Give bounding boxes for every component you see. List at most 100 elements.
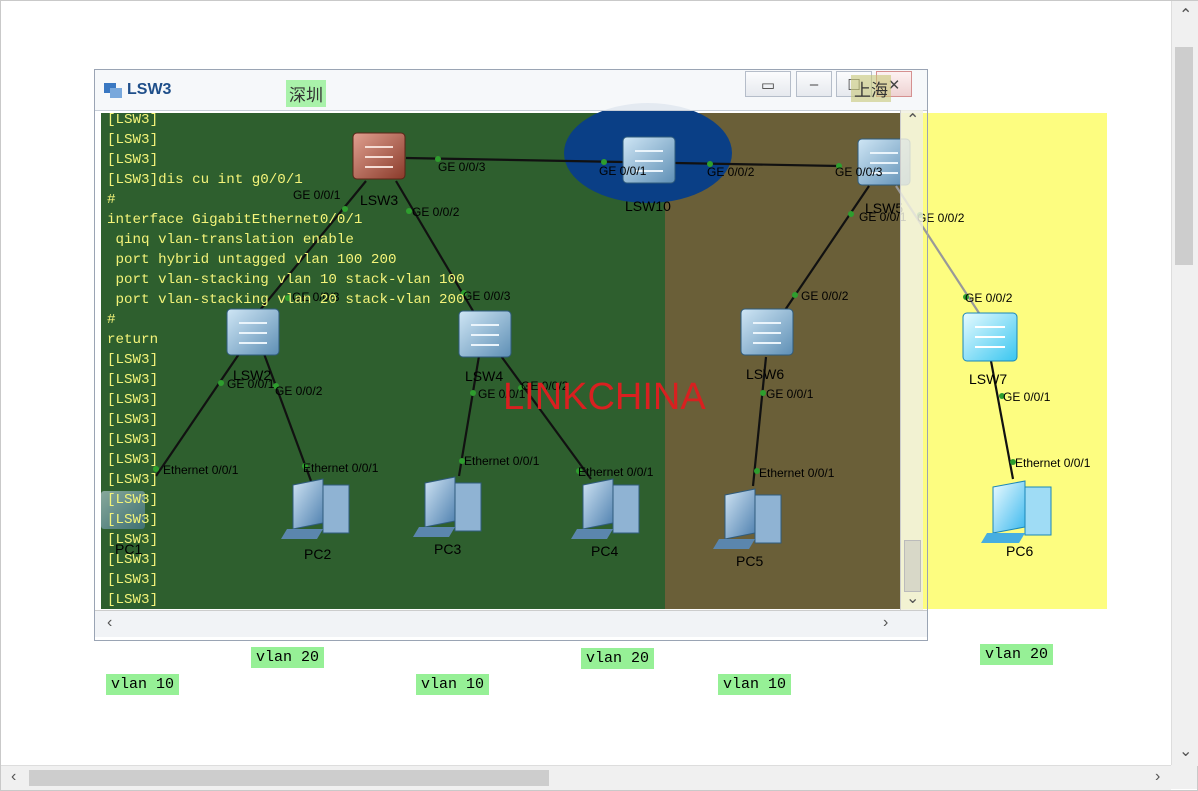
window-list-icon: ▭ — [760, 77, 776, 94]
scroll-up-icon[interactable]: ⌃ — [906, 112, 920, 129]
port-label: GE 0/0/2 — [275, 384, 323, 398]
pc3-icon[interactable] — [413, 476, 482, 537]
scroll-right-icon[interactable]: › — [883, 614, 889, 631]
port-label: Ethernet 0/0/1 — [578, 465, 654, 479]
scroll-up-icon[interactable]: ⌃ — [1179, 7, 1193, 24]
link-lsw4-pc3 — [457, 355, 481, 477]
terminal-line: [LSW3] — [107, 352, 159, 368]
vlan-label[interactable]: vlan 20 — [251, 647, 325, 668]
switch-lsw2-icon[interactable] — [226, 308, 280, 356]
device-label-lsw7: LSW7 — [969, 371, 1007, 387]
terminal-title: LSW3 — [127, 81, 172, 98]
switch-lsw5-icon[interactable] — [857, 138, 911, 186]
vlan-label[interactable]: vlan 20 — [980, 644, 1054, 665]
terminal-line: [LSW3] — [107, 452, 159, 468]
scroll-right-icon[interactable]: › — [1155, 768, 1161, 785]
terminal-line: [LSW3] — [107, 572, 159, 588]
canvas-vertical-scrollbar[interactable]: ⌃ ⌄ — [1171, 1, 1198, 766]
device-label-lsw4: LSW4 — [465, 368, 503, 384]
terminal-line: [LSW3] — [107, 532, 159, 548]
terminal-scroll-thumb[interactable] — [904, 540, 921, 592]
device-label-pc3: PC3 — [434, 541, 461, 557]
terminal-line: [LSW3]dis cu int g0/0/1 — [107, 172, 303, 188]
switch-lsw7-icon[interactable] — [962, 312, 1018, 362]
terminal-line: port vlan-stacking vlan 10 stack-vlan 10… — [107, 272, 465, 288]
terminal-line: [LSW3] — [107, 372, 159, 388]
device-label-pc1: PC1 — [115, 541, 142, 557]
vlan-label[interactable]: vlan 10 — [416, 674, 490, 695]
terminal-line: [LSW3] — [107, 552, 159, 568]
pc1-icon[interactable] — [101, 491, 145, 529]
terminal-line: [LSW3] — [107, 392, 159, 408]
terminal-titlebar[interactable]: LSW3 ▭ – ☐ ✕ — [95, 70, 927, 111]
port-label: GE 0/0/2 — [412, 205, 460, 219]
device-label-pc6: PC6 — [1006, 543, 1033, 559]
canvas-vertical-thumb[interactable] — [1175, 47, 1193, 265]
watermark-text: LINKCHINA — [503, 376, 706, 418]
terminal-output[interactable]: [LSW3] [LSW3] [LSW3] [LSW3]dis cu int g0/0/… — [107, 110, 897, 610]
port-label: GE 0/0/3 — [292, 290, 340, 304]
link-lsw6-pc5 — [751, 356, 768, 487]
port-label: Ethernet 0/0/1 — [303, 461, 379, 475]
port-label: Ethernet 0/0/1 — [464, 454, 540, 468]
port-label: GE 0/0/2 — [521, 379, 569, 393]
device-label-pc4: PC4 — [591, 543, 618, 559]
area-shenzhen[interactable] — [101, 113, 665, 609]
area-label-shanghai[interactable]: 上海 — [851, 75, 891, 102]
canvas-horizontal-scrollbar[interactable]: ‹ › — [1, 765, 1171, 790]
pc6-icon[interactable] — [981, 480, 1052, 543]
port-label: GE 0/0/3 — [463, 289, 511, 303]
scroll-down-icon[interactable]: ⌄ — [906, 590, 920, 607]
port-label: GE 0/0/3 — [835, 165, 883, 179]
port-label: GE 0/0/1 — [766, 387, 814, 401]
port-label: Ethernet 0/0/1 — [1015, 456, 1091, 470]
port-label: Ethernet 0/0/1 — [759, 466, 835, 480]
terminal-line: interface GigabitEthernet0/0/1 — [107, 212, 363, 228]
device-label-lsw3: LSW3 — [360, 192, 398, 208]
sessions-button[interactable]: ▭ — [745, 71, 791, 97]
port-label: GE 0/0/1 — [478, 387, 526, 401]
device-label-pc5: PC5 — [736, 553, 763, 569]
port-label: Ethernet 0/0/1 — [163, 463, 239, 477]
switch-lsw3-icon[interactable] — [352, 132, 406, 180]
switch-lsw6-icon[interactable] — [740, 308, 794, 356]
terminal-line: [LSW3] — [107, 432, 159, 448]
terminal-horizontal-scrollbar[interactable]: ‹ › — [95, 610, 927, 637]
link-lsw4-pc4 — [500, 355, 592, 480]
terminal-line: [LSW3] — [107, 512, 159, 528]
terminal-vertical-scrollbar[interactable]: ⌃ ⌄ — [900, 110, 923, 610]
terminal-line: [LSW3] — [107, 412, 159, 428]
terminal-line: return — [107, 332, 159, 348]
port-label: GE 0/0/1 — [227, 377, 275, 391]
pc2-icon[interactable] — [281, 478, 350, 539]
port-label: GE 0/0/2 — [801, 289, 849, 303]
terminal-line: [LSW3] — [107, 152, 159, 168]
device-label-lsw10: LSW10 — [625, 198, 671, 214]
pc5-icon[interactable] — [713, 488, 782, 549]
device-label-lsw6: LSW6 — [746, 366, 784, 382]
port-label: GE 0/0/1 — [293, 188, 341, 202]
link-lsw2-pc2 — [261, 350, 313, 482]
terminal-window[interactable]: LSW3 ▭ – ☐ ✕ [LSW3] [LSW3] [LSW3] [LSW3]dis… — [94, 69, 928, 641]
network-topology: LSW3 LSW10 LSW5 LSW2 LSW4 LSW6 LSW7 PC1 … — [101, 103, 1091, 569]
vlan-label[interactable]: vlan 10 — [106, 674, 180, 695]
switch-lsw4-icon[interactable] — [458, 310, 512, 358]
scroll-left-icon[interactable]: ‹ — [11, 768, 17, 785]
vlan-label[interactable]: vlan 10 — [718, 674, 792, 695]
port-label: GE 0/0/3 — [438, 160, 486, 174]
scroll-down-icon[interactable]: ⌄ — [1179, 743, 1193, 760]
canvas-horizontal-thumb[interactable] — [29, 770, 549, 786]
terminal-line: [LSW3] — [107, 472, 159, 488]
area-label-shenzhen[interactable]: 深圳 — [286, 80, 326, 107]
port-label: GE 0/0/2 — [965, 291, 1013, 305]
pc4-icon[interactable] — [571, 478, 640, 539]
terminal-line: # — [107, 312, 116, 328]
scroll-left-icon[interactable]: ‹ — [107, 614, 113, 631]
link-lsw2-pc1 — [155, 350, 242, 477]
switch-lsw10-icon[interactable] — [622, 136, 676, 184]
port-label: GE 0/0/1 — [599, 164, 647, 178]
minimize-button[interactable]: – — [796, 71, 832, 97]
minimize-icon: – — [809, 76, 819, 93]
vlan-label[interactable]: vlan 20 — [581, 648, 655, 669]
